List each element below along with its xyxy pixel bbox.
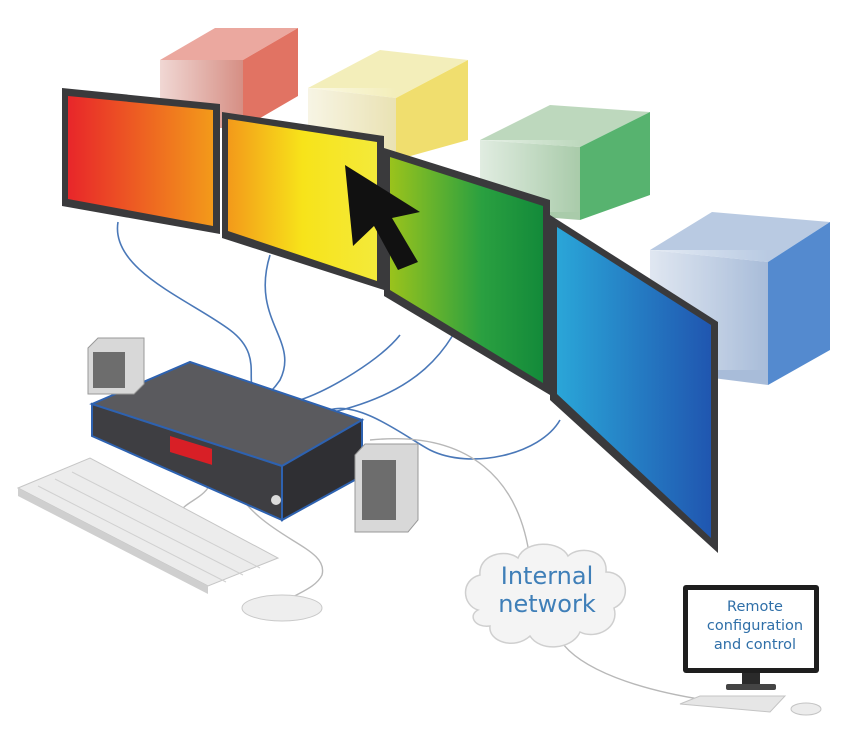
speaker-left xyxy=(87,337,145,395)
internal-network-label: Internal network xyxy=(468,562,626,618)
remote-config-label-line3: and control xyxy=(713,637,797,653)
remote-computer xyxy=(679,585,822,716)
internal-network-label-line1: Internal xyxy=(500,562,594,590)
speaker-right xyxy=(354,443,419,533)
remote-config-label-line1: Remote xyxy=(727,599,783,615)
kvm-switch xyxy=(89,360,365,522)
remote-config-label-line2: configuration xyxy=(706,618,804,634)
monitor-red xyxy=(62,88,220,234)
remote-config-label: Remote configuration and control xyxy=(690,598,820,655)
mouse-cursor-icon xyxy=(345,165,420,270)
internal-network-label-line2: network xyxy=(498,590,596,618)
monitor-yellow xyxy=(222,112,384,290)
monitor-blue xyxy=(550,215,718,553)
monitor-green xyxy=(384,148,550,395)
internal-network-cloud xyxy=(464,543,627,648)
keyboard xyxy=(16,457,280,594)
mouse xyxy=(241,594,323,622)
